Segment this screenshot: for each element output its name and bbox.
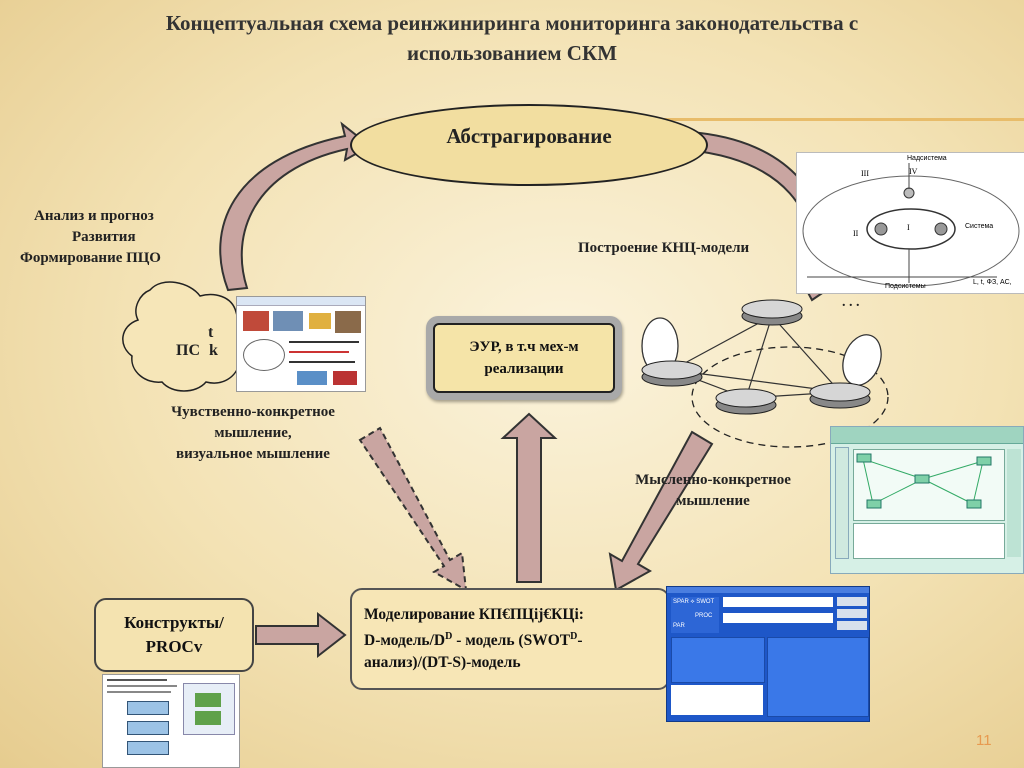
- graph-software-screenshot: [830, 426, 1024, 574]
- modeling-line-2: D-модель/DD - модель (SWOTD-: [364, 630, 583, 650]
- mental-thinking-text: Мысленно-конкретное мышление: [608, 470, 818, 512]
- swot-label: SPAR ⟡ SWOT: [673, 599, 715, 605]
- network-diagram: [641, 299, 889, 448]
- eur-box-inner: ЭУР, в т.ч мех-м реализации: [433, 323, 615, 393]
- network-node: [715, 388, 777, 415]
- constructs-box: Конструкты/ PROCv: [94, 598, 254, 672]
- system-diagram-image: Надсистема Система Подсистемы L, t, ФЗ, …: [796, 152, 1024, 294]
- sensory-line-1: Чувственно-конкретное: [171, 404, 335, 420]
- curved-arrow-left: [219, 121, 372, 292]
- page-number: 11: [976, 732, 992, 749]
- ellipsis: . . .: [842, 295, 860, 310]
- sensory-line-2: мышление,: [214, 425, 292, 441]
- constructs-line-1: Конструкты/: [124, 613, 224, 632]
- modeling-line-3: анализ)/(DT-S)-модель: [364, 654, 521, 672]
- par-label: PAR: [673, 623, 685, 629]
- ps-blob: [122, 281, 241, 392]
- analysis-line-3: Формирование ПЦО: [20, 250, 161, 266]
- system-diagram-svg: [802, 163, 1020, 287]
- ps-label: ПС: [176, 342, 200, 359]
- region-label-3: III: [861, 169, 869, 178]
- constructs-flowchart-thumbnail: [102, 674, 240, 768]
- modeling-line-1: Моделирование КП€ПЦij€КЦi:: [364, 605, 584, 623]
- sensory-line-3: визуальное мышление: [176, 446, 330, 462]
- nadsystema-label: Надсистема: [907, 155, 947, 162]
- title-line-1: Концептуальная схема реинжиниринга монит…: [165, 11, 859, 35]
- network-node: [809, 382, 871, 409]
- ps-screenshot-thumbnail: [236, 296, 366, 392]
- mental-line-1: Мысленно-конкретное: [635, 472, 791, 488]
- network-node: [641, 360, 703, 387]
- title-divider: [370, 118, 1024, 121]
- swot-software-screenshot: SPAR ⟡ SWOT PROC PAR: [666, 586, 870, 722]
- region-label-1: I: [907, 223, 910, 232]
- constructs-line-2: PROCv: [145, 637, 203, 656]
- modeling-box: Моделирование КП€ПЦij€КЦi: D-модель/DD -…: [350, 588, 670, 690]
- abstraction-ellipse: [350, 104, 708, 186]
- analysis-line-2: Развития: [72, 229, 136, 245]
- podsistemy-label: Подсистемы: [885, 283, 926, 290]
- diagonal-arrow-right: [608, 430, 714, 592]
- analysis-text: Анализ и прогноз Развития Формирование П…: [20, 206, 234, 269]
- abstraction-label: Абстрагирование: [446, 124, 612, 148]
- network-node: [741, 299, 803, 326]
- ps-k-label: k: [209, 342, 218, 359]
- eur-line-2: реализации: [484, 361, 564, 377]
- analysis-line-1: Анализ и прогноз: [34, 208, 154, 224]
- sistema-label: Система: [965, 223, 994, 230]
- right-arrow-constructs: [255, 611, 347, 659]
- page-title: Концептуальная схема реинжиниринга монит…: [60, 8, 964, 68]
- eur-box: ЭУР, в т.ч мех-м реализации: [426, 316, 622, 400]
- axes-label: L, t, ФЗ, АС,: [973, 279, 1012, 286]
- proc-label: PROC: [695, 613, 713, 619]
- mental-line-2: мышление: [676, 493, 750, 509]
- up-arrow: [500, 412, 558, 583]
- dashed-arrow-left: [358, 426, 468, 592]
- eur-line-1: ЭУР, в т.ч мех-м: [469, 339, 579, 355]
- knc-model-text: Построение КНЦ-модели: [578, 240, 750, 256]
- ps-t-label: t: [208, 324, 214, 341]
- title-line-2: использованием СКМ: [406, 41, 618, 65]
- sensory-thinking-text: Чувственно-конкретное мышление, визуальн…: [140, 402, 366, 465]
- region-label-4: IV: [909, 167, 918, 176]
- region-label-2: II: [853, 229, 859, 238]
